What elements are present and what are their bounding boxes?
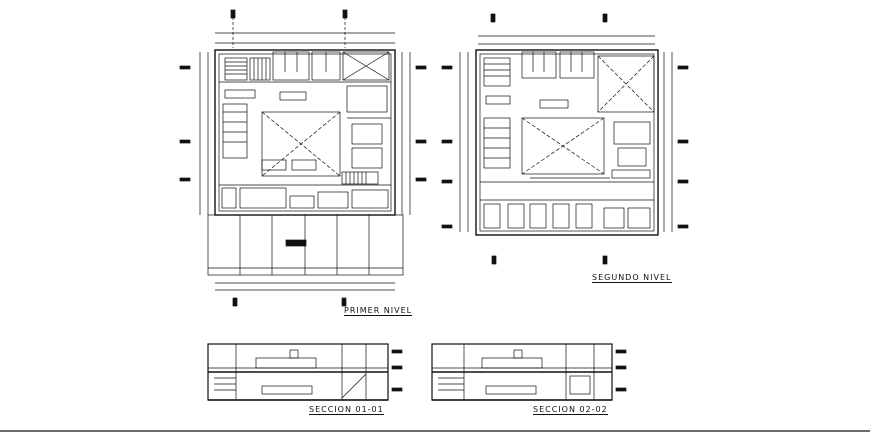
section-02-02 (431, 343, 627, 401)
second-floor-plan (441, 13, 689, 265)
primer-nivel-label: PRIMER NIVEL (344, 306, 413, 316)
section-01-01 (207, 343, 403, 401)
segundo-nivel-label: SEGUNDO NIVEL (592, 273, 672, 283)
first-floor-plan (179, 9, 427, 307)
seccion-02-label: SECCION 02-02 (533, 405, 608, 415)
seccion-01-label: SECCION 01-01 (309, 405, 384, 415)
